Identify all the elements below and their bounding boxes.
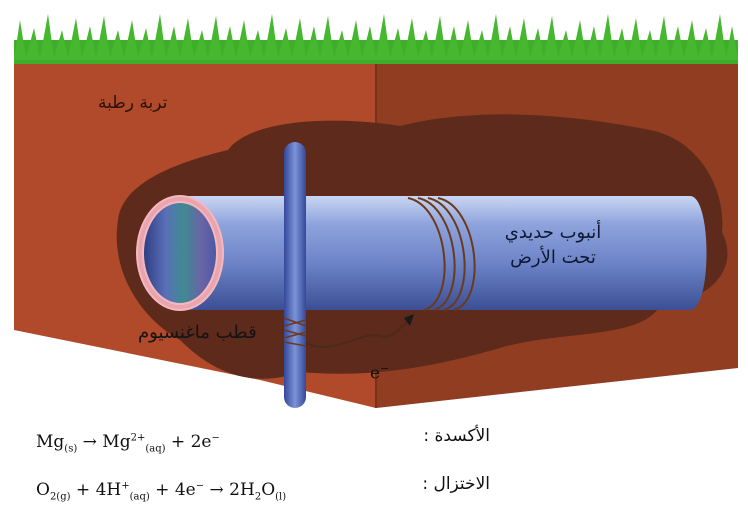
oxidation-label: الأكسدة : [423,426,490,446]
ox-ion-state: (aq) [145,443,166,455]
magnesium-anode [283,142,307,408]
red-h-state: (aq) [129,491,150,503]
red-arrow: → 2H [204,480,255,500]
magnesium-anode-label: قطب ماغنسيوم [138,322,257,343]
reduction-equation: O2(g) + 4H+(aq) + 4e− → 2H2O(l) [36,480,286,502]
ox-ion: Mg [102,432,131,452]
red-e-charge: − [195,480,205,492]
red-h2o-sub: 2 [254,491,262,503]
iron-pipe-label-line2: تحت الأرض [510,247,596,268]
iron-pipe [136,195,707,311]
wire-coil [407,197,476,311]
electron-label: e− [370,362,389,384]
red-h: + 4H [70,480,122,500]
connecting-wire [299,317,413,348]
red-o: O [36,480,50,500]
iron-pipe-label-line1: أنبوب حديدي [504,222,602,243]
red-o2: O [261,480,276,500]
reduction-label: الاختزال : [422,474,490,494]
electron-charge: − [380,362,390,375]
electron-symbol: e [370,363,381,384]
red-h2o-state: (l) [275,491,287,503]
red-o-sub: 2(g) [49,491,71,503]
ox-mg-state: (s) [64,443,78,455]
corrosion-protection-diagram [14,14,738,408]
moist-soil-label: تربة رطبة [98,93,168,113]
red-e: + 4e [149,480,196,500]
ox-ion-charge: 2+ [130,432,146,444]
oxidation-equation: Mg(s) → Mg2+(aq) + 2e− [36,432,220,454]
grass [14,14,738,66]
red-h-charge: + [121,480,130,492]
ox-mg: Mg [36,432,65,452]
ox-electrons: + 2e [165,432,212,452]
ox-arrow: → [77,432,103,452]
iron-pipe-label: أنبوب حديدي تحت الأرض [488,220,618,270]
electron-arrow-head [404,314,414,326]
ox-electron-charge: − [211,432,220,444]
